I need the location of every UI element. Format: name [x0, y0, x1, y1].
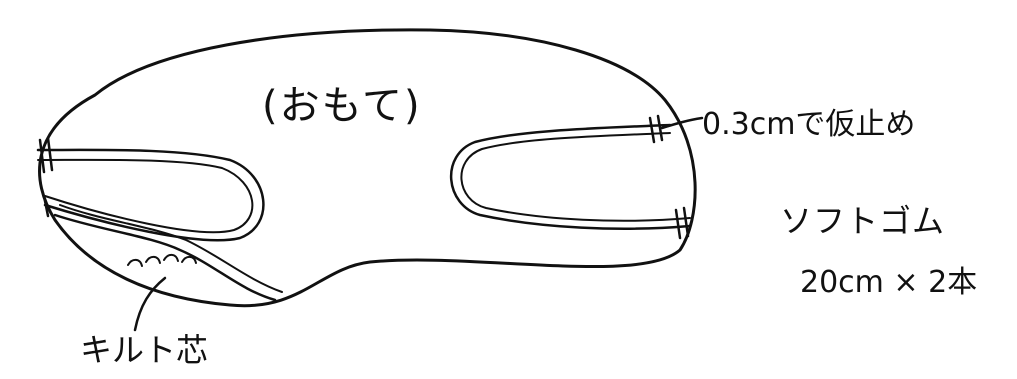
baste-leader-line [660, 116, 704, 130]
quilting-label: キルト芯 [80, 331, 209, 369]
quilting-squiggle-3 [163, 253, 179, 262]
left-elastic-strap [36, 148, 265, 242]
front-side-label: (おもて) [262, 83, 422, 129]
right-elastic-strap [450, 123, 692, 230]
elastic-name-label: ソフトゴム [780, 202, 946, 240]
left-baste-mark-bottom [42, 194, 50, 218]
right-elastic-strap-inner [460, 132, 691, 222]
left-elastic-strap-inner [37, 158, 254, 234]
quilting-region-edge-inner [59, 204, 283, 293]
right-baste-mark-bottom [674, 206, 690, 240]
elastic-size-label: 20cm × 2本 [800, 265, 978, 300]
quilting-region-edge [53, 213, 277, 302]
left-baste-mark-top [38, 136, 54, 174]
quilting-squiggle-1 [127, 258, 143, 267]
quilting-squiggle-4 [181, 255, 197, 264]
baste-annotation: 0.3cmで仮止め [702, 107, 916, 142]
quilting-leader-line [133, 276, 167, 332]
quilting-squiggle-2 [145, 255, 161, 264]
mask-outline [38, 28, 697, 308]
right-baste-mark-top [648, 114, 664, 144]
